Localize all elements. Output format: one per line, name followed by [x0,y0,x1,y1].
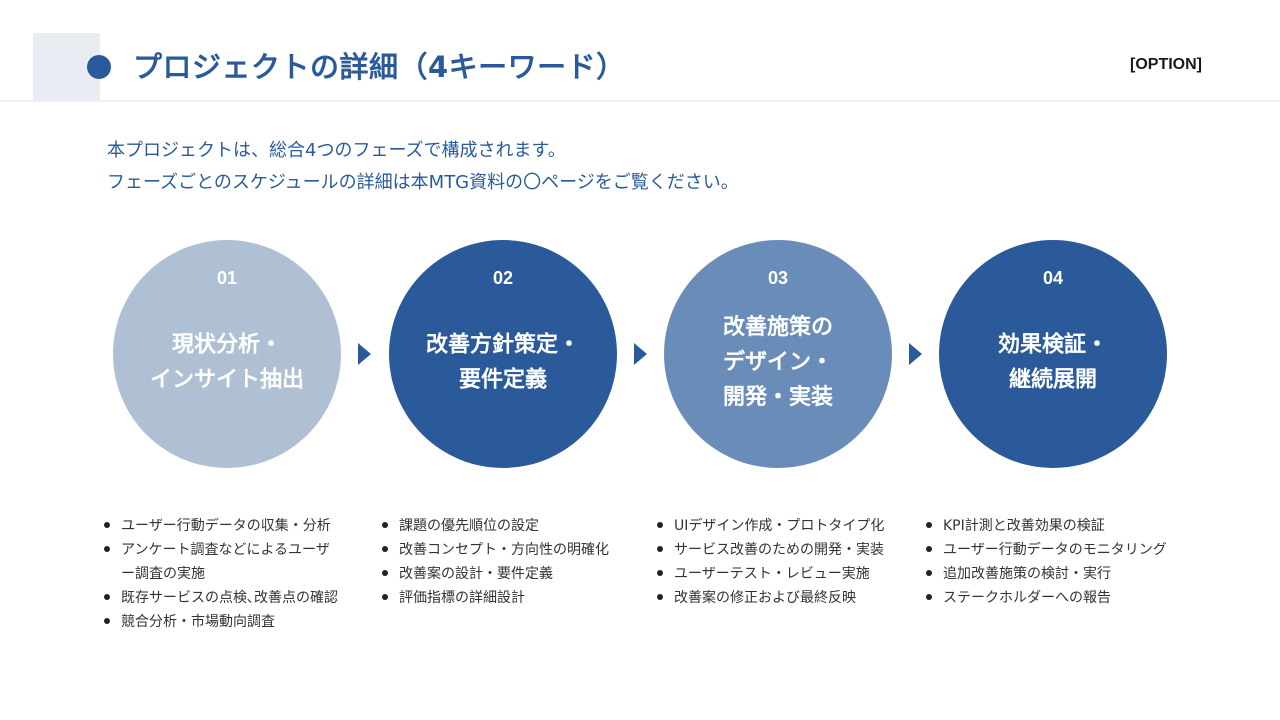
list-item: 課題の優先順位の設定 [382,514,609,538]
phase-02-task-list: 課題の優先順位の設定 改善コンセプト・方向性の明確化 改善案の設計・要件定義 評… [382,514,609,610]
arrow-right-icon [634,343,647,365]
arrow-right-icon [358,343,371,365]
list-item: 改善コンセプト・方向性の明確化 [382,538,609,562]
phase-title: 現状分析・ インサイト抽出 [113,327,341,397]
phase-title-line: 改善方針策定・ [425,332,580,358]
phase-circle-01: 01 現状分析・ インサイト抽出 [113,240,341,468]
arrow-right-icon [909,343,922,365]
list-item: アンケート調査などによるユーザ [104,538,338,562]
list-item: 競合分析・市場動向調査 [104,610,338,634]
phase-circle-04: 04 効果検証・ 継続展開 [939,240,1167,468]
phase-title-line: デザイン・ [722,349,833,375]
header-bar: プロジェクトの詳細（4キーワード） [OPTION] [0,0,1280,102]
list-item: サービス改善のための開発・実装 [657,538,884,562]
phase-03-task-list: UIデザイン作成・プロトタイプ化 サービス改善のための開発・実装 ユーザーテスト… [657,514,884,610]
phase-title-line: 改善施策の [722,314,833,340]
list-item: 改善案の修正および最終反映 [657,586,884,610]
list-item: ユーザーテスト・レビュー実施 [657,562,884,586]
intro-line-1: 本プロジェクトは、総合4つのフェーズで構成されます。 [107,140,566,161]
list-item: ユーザー行動データの収集・分析 [104,514,338,538]
phase-title-line: 開発・実装 [722,384,833,410]
phase-number: 02 [492,268,514,288]
phase-04-task-list: KPI計測と改善効果の検証 ユーザー行動データのモニタリング 追加改善施策の検討… [926,514,1167,610]
list-item: KPI計測と改善効果の検証 [926,514,1167,538]
list-item: 追加改善施策の検討・実行 [926,562,1167,586]
phase-number: 04 [1042,268,1064,288]
phase-title-line: 要件定義 [458,367,547,393]
intro-line-2: フェーズごとのスケジュールの詳細は本MTG資料の〇ページをご覧ください。 [107,172,739,193]
phase-number: 03 [767,268,789,288]
option-label: [OPTION] [1130,56,1202,73]
phase-title-line: インサイト抽出 [149,367,304,393]
phase-01-task-list: ユーザー行動データの収集・分析 アンケート調査などによるユーザ ー調査の実施 既… [104,514,338,634]
phase-title-line: 効果検証・ [997,332,1108,358]
phase-title: 効果検証・ 継続展開 [939,327,1167,397]
phase-circle-03: 03 改善施策の デザイン・ 開発・実装 [664,240,892,468]
list-item: 改善案の設計・要件定義 [382,562,609,586]
phase-title-line: 現状分析・ [171,332,282,358]
phase-circle-02: 02 改善方針策定・ 要件定義 [389,240,617,468]
list-item: ユーザー行動データのモニタリング [926,538,1167,562]
intro-text: 本プロジェクトは、総合4つのフェーズで構成されます。 フェーズごとのスケジュール… [107,135,739,199]
phase-title: 改善施策の デザイン・ 開発・実装 [664,310,892,415]
bullet-dot-icon [87,55,111,79]
phase-number: 01 [216,268,238,288]
list-item: 評価指標の詳細設計 [382,586,609,610]
list-item: ステークホルダーへの報告 [926,586,1167,610]
list-item-continuation: ー調査の実施 [121,566,205,582]
page-title: プロジェクトの詳細（4キーワード） [133,50,626,84]
phase-title-line: 継続展開 [1008,367,1097,393]
phase-title: 改善方針策定・ 要件定義 [389,327,617,397]
list-item: UIデザイン作成・プロトタイプ化 [657,514,884,538]
list-item: 既存サービスの点検､改善点の確認 [104,586,338,610]
